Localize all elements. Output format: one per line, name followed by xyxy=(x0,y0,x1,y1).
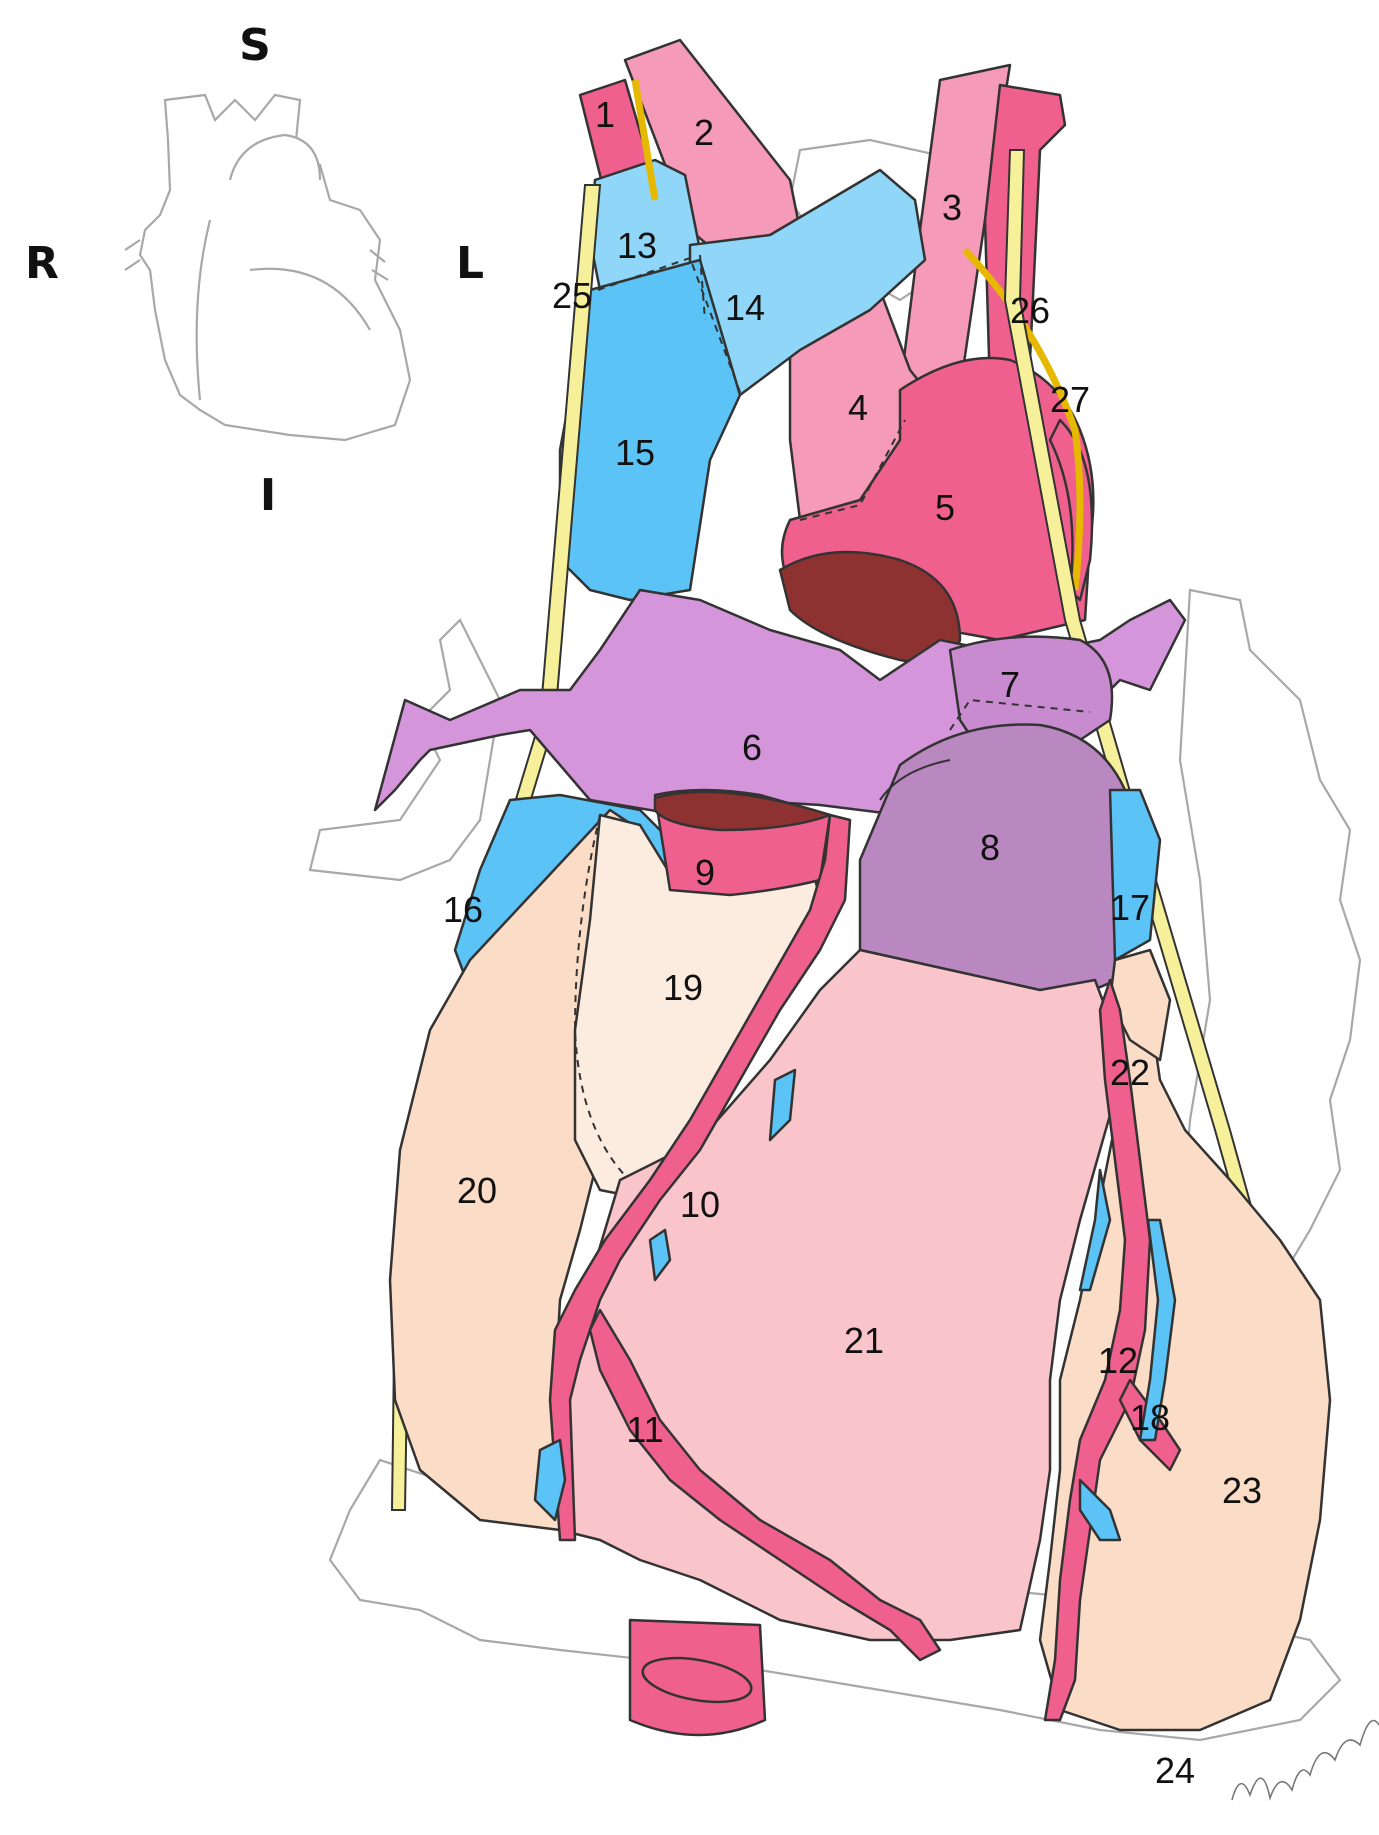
label-9: 9 xyxy=(695,852,715,893)
orientation-inferior: I xyxy=(260,470,276,521)
label-8: 8 xyxy=(980,827,1000,868)
label-4: 4 xyxy=(848,387,868,428)
label-27: 27 xyxy=(1050,379,1090,420)
orientation-right: R xyxy=(25,238,59,289)
label-10: 10 xyxy=(680,1184,720,1225)
label-21: 21 xyxy=(844,1320,884,1361)
label-17: 17 xyxy=(1110,887,1150,928)
label-14: 14 xyxy=(725,287,765,328)
label-6: 6 xyxy=(742,727,762,768)
orientation-thumbnail: S R L I xyxy=(25,20,484,521)
label-20: 20 xyxy=(457,1170,497,1211)
orientation-left: L xyxy=(456,238,484,289)
label-18: 18 xyxy=(1130,1397,1170,1438)
label-23: 23 xyxy=(1222,1470,1262,1511)
label-3: 3 xyxy=(942,187,962,228)
label-2: 2 xyxy=(694,112,714,153)
label-25: 25 xyxy=(552,275,592,316)
orientation-superior: S xyxy=(239,20,271,71)
artist-signature xyxy=(1232,1721,1379,1801)
label-5: 5 xyxy=(935,487,955,528)
label-15: 15 xyxy=(615,432,655,473)
label-16: 16 xyxy=(443,889,483,930)
label-19: 19 xyxy=(663,967,703,1008)
label-22: 22 xyxy=(1110,1052,1150,1093)
label-26: 26 xyxy=(1010,290,1050,331)
label-7: 7 xyxy=(1000,664,1020,705)
label-1: 1 xyxy=(595,94,615,135)
label-13: 13 xyxy=(617,225,657,266)
label-24: 24 xyxy=(1155,1750,1195,1791)
label-12: 12 xyxy=(1098,1340,1138,1381)
label-11: 11 xyxy=(626,1409,663,1450)
structure-17-vein xyxy=(1110,790,1160,960)
